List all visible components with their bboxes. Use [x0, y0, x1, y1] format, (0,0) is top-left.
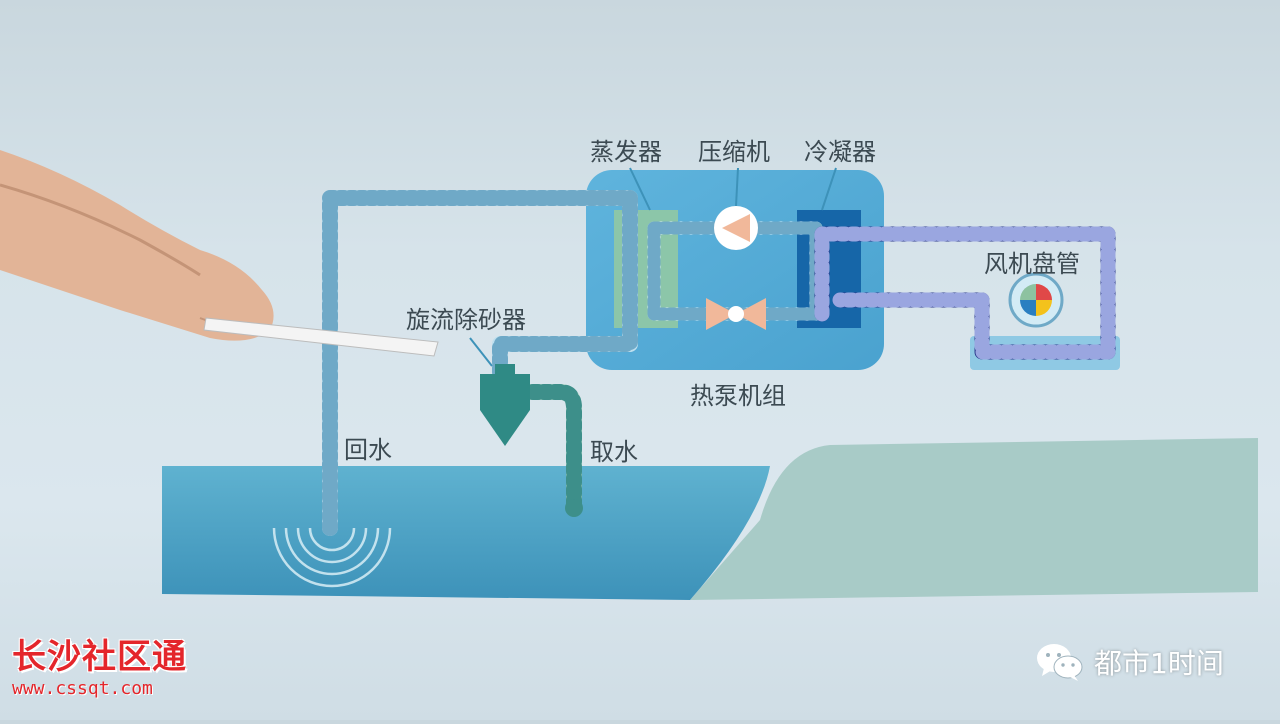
- condenser-label: 冷凝器: [804, 138, 876, 166]
- compressor-icon: [714, 206, 758, 250]
- fan-coil-water-loop: [814, 226, 1116, 360]
- watermark-left: 长沙社区通 www.cssqt.com: [12, 640, 232, 699]
- watermark-left-title: 长沙社区通: [12, 637, 187, 677]
- intake-water-pipe: [514, 384, 583, 517]
- water-body: [162, 466, 770, 600]
- watermark-right-text: 都市1时间: [1094, 647, 1224, 680]
- evaporator-label: 蒸发器: [590, 138, 662, 166]
- cyclone-desander-label: 旋流除砂器: [406, 306, 526, 334]
- heat-pump-unit-label: 热泵机组: [690, 382, 786, 410]
- wechat-icon: [1037, 644, 1083, 681]
- intake-water-label: 取水: [590, 438, 638, 466]
- compressor-label: 压缩机: [698, 138, 770, 166]
- fan-coil-icon: [1008, 272, 1064, 328]
- return-water-label: 回水: [344, 436, 392, 464]
- source-water-pipe: [322, 190, 638, 536]
- leader-lines: [469, 167, 837, 367]
- watermark-right: 都市1时间: [1034, 640, 1224, 684]
- cyclone-desander-icon: [480, 374, 530, 446]
- expansion-valve-icon: [706, 298, 766, 330]
- return-water-ripples: [272, 527, 392, 588]
- watermark-left-url: www.cssqt.com: [12, 678, 153, 699]
- cyclone-desander-inlet: [495, 364, 515, 378]
- fan-coil-label: 风机盘管: [984, 250, 1080, 278]
- land-area: [690, 438, 1258, 600]
